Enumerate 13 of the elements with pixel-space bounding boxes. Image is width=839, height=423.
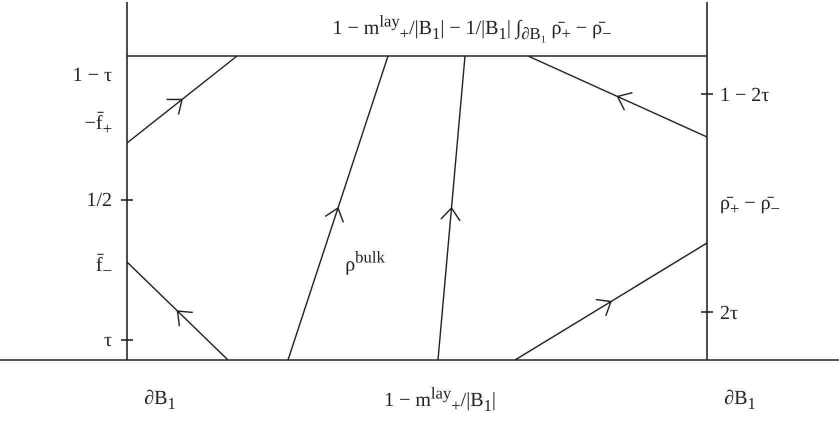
math-label: 1 − m$^{lay}$$_{+}$/|B$_{1}$| <box>384 384 496 416</box>
math-label: ∂B$_{1}$ <box>724 386 756 414</box>
math-label: 1 − 2τ <box>720 84 770 106</box>
math-label: ∂B$_{1}$ <box>144 386 176 414</box>
math-label: ρ̄$_{+}$ − ρ̄$_{−}$ <box>720 192 780 218</box>
math-label: −f̄$_{+}$ <box>84 112 112 138</box>
math-label: 2τ <box>720 302 738 324</box>
math-label: 1 − τ <box>72 64 112 86</box>
math-label: τ <box>104 329 112 351</box>
math-label: 1/2 <box>86 189 112 211</box>
math-label: f̄$_{−}$ <box>96 254 112 280</box>
math-label: ρ$^{bulk}$ <box>345 248 385 276</box>
math-label: 1 − m$^{lay}$$_{+}$/|B$_{1}$| − 1/|B$_{1}$| ∫$_{∂B₁}$ ρ̄$_{+}$ − ρ̄$_{−}$ <box>332 12 612 44</box>
